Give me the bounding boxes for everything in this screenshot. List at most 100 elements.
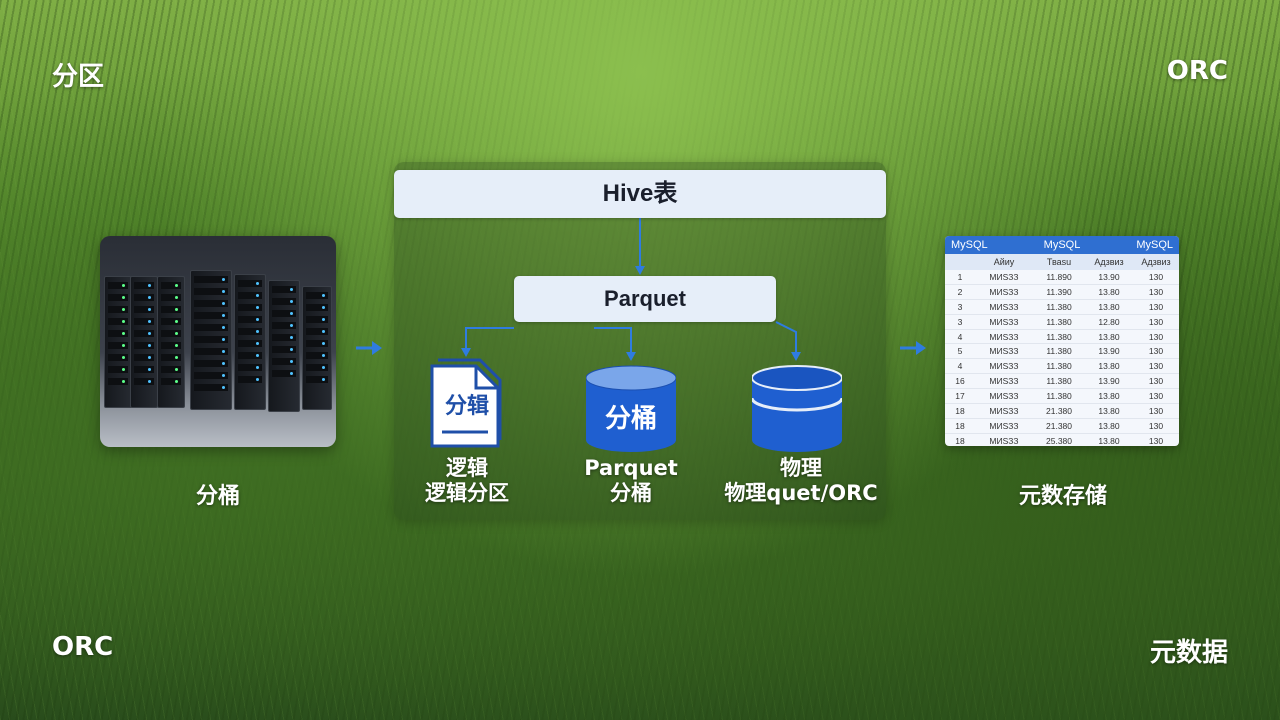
table-header-cell: MySQL <box>951 239 988 251</box>
parquet-label-line1: Parquet <box>584 456 678 480</box>
table-cell: MИSЗЗ <box>989 361 1019 372</box>
table-row: 18 MИSЗЗ 21.380 13.80 130 <box>945 404 1179 419</box>
document-icon-text: 分辑 <box>444 394 489 419</box>
table-cell: 18 <box>955 435 965 446</box>
table-cell: 130 <box>1148 435 1164 446</box>
table-cell: 5 <box>957 346 963 357</box>
table-cell: 13.90 <box>1098 376 1120 387</box>
server-rack <box>190 270 232 410</box>
table-cell: MИSЗЗ <box>989 405 1019 416</box>
table-cell: 130 <box>1148 331 1164 342</box>
table-cell: 16 <box>955 376 965 387</box>
table-cell: MИSЗЗ <box>989 346 1019 357</box>
table-cell: 13.80 <box>1098 405 1120 416</box>
table-header: MySQL MySQL MySQL <box>945 236 1179 254</box>
table-cell: 130 <box>1148 420 1164 431</box>
table-cell: 13.80 <box>1098 435 1120 446</box>
physical-label-line1: 物理 <box>780 456 822 480</box>
table-cell: 130 <box>1148 405 1164 416</box>
table-cell: 13.80 <box>1098 301 1120 312</box>
table-cell: 2 <box>957 286 963 297</box>
corner-label-bottom-right: 元数据 <box>1149 638 1228 668</box>
table-cell: 18 <box>955 405 965 416</box>
table-cell: 13.80 <box>1098 361 1120 372</box>
server-caption: 分桶 <box>195 484 240 509</box>
metadata-table: MySQL MySQL MySQL Айиу Тваsu Адзвиз Адзв… <box>945 236 1179 446</box>
table-cell: 11.380 <box>1046 361 1072 372</box>
table-cell: 21.380 <box>1046 420 1072 431</box>
table-cell: 11.380 <box>1046 346 1072 357</box>
table-cell: 13.80 <box>1098 331 1120 342</box>
diagram-panel: Hive表 Parquet 分辑 分桶 逻辑 逻辑分区 <box>394 162 886 520</box>
table-subheader: Айиу Тваsu Адзвиз Адзвиз <box>945 254 1179 270</box>
physical-label-line2: 物理quet/ORC <box>724 481 878 506</box>
table-cell: 11.380 <box>1046 316 1072 327</box>
document-icon: 分辑 <box>428 358 508 448</box>
table-cell: MИSЗЗ <box>989 331 1019 342</box>
physical-storage-label: 物理 物理quet/ORC <box>716 456 886 506</box>
parquet-label-line2: 分桶 <box>610 481 652 506</box>
server-rack <box>130 276 158 408</box>
table-cell: 13.80 <box>1098 420 1120 431</box>
table-header-cell: MySQL <box>1043 239 1081 251</box>
arrow-right-icon <box>356 341 382 355</box>
table-subheader-cell: Тваsu <box>1046 257 1072 267</box>
table-cell: MИSЗЗ <box>989 376 1019 387</box>
table-cell: MИSЗЗ <box>989 316 1019 327</box>
table-cell: MИSЗЗ <box>989 286 1019 297</box>
server-rack <box>234 274 266 410</box>
server-rack <box>104 276 132 408</box>
corner-label-top-right: ORC <box>1166 56 1228 86</box>
metadata-storage-caption: 元数存储 <box>1018 484 1107 509</box>
table-cell: 25.380 <box>1046 435 1072 446</box>
table-header-cell: MySQL <box>1136 239 1173 251</box>
table-cell: 130 <box>1148 301 1164 312</box>
connector-lines <box>461 218 801 361</box>
table-cell: MИSЗЗ <box>989 391 1019 402</box>
table-cell: 17 <box>955 391 965 402</box>
corner-label-bottom-left: ORC <box>52 632 114 662</box>
table-row: 1 MИSЗЗ 11.890 13.90 130 <box>945 270 1179 285</box>
table-cell: MИSЗЗ <box>989 271 1019 282</box>
table-cell: 11.890 <box>1046 271 1072 282</box>
table-cell: 130 <box>1148 346 1164 357</box>
table-cell: 130 <box>1148 361 1164 372</box>
table-cell: MИSЗЗ <box>989 420 1019 431</box>
table-cell: 3 <box>957 301 963 312</box>
storage-cylinder-icon <box>750 364 844 454</box>
table-cell: 130 <box>1148 316 1164 327</box>
table-subheader-cell: Адзвиз <box>1094 257 1124 267</box>
table-cell: 13.90 <box>1098 271 1120 282</box>
table-cell: 130 <box>1148 376 1164 387</box>
table-cell: 4 <box>957 361 963 372</box>
corner-label-top-left: 分区 <box>52 62 105 92</box>
table-cell: 4 <box>957 331 963 342</box>
table-cell: 130 <box>1148 271 1164 282</box>
cylinder-text: 分桶 <box>604 403 657 433</box>
server-rack <box>268 280 300 412</box>
server-rack <box>157 276 185 408</box>
arrow-right-icon <box>900 341 926 355</box>
table-cell: 21.380 <box>1046 405 1072 416</box>
table-subheader-cell: Адзвиз <box>1141 257 1171 267</box>
table-cell: 13.80 <box>1098 286 1120 297</box>
hive-table-box: Hive表 <box>394 170 886 218</box>
table-cell: 1 <box>957 271 963 282</box>
logical-label-line2: 逻辑分区 <box>425 481 509 506</box>
logical-partition-label: 逻辑 逻辑分区 <box>394 456 540 506</box>
table-cell: 11.390 <box>1046 286 1072 297</box>
table-cell: 13.80 <box>1098 391 1120 402</box>
logical-label-line1: 逻辑 <box>446 456 488 480</box>
parquet-bucket-label: Parquet 分桶 <box>566 456 696 506</box>
table-cell: 12.80 <box>1098 316 1120 327</box>
table-cell: 130 <box>1148 391 1164 402</box>
